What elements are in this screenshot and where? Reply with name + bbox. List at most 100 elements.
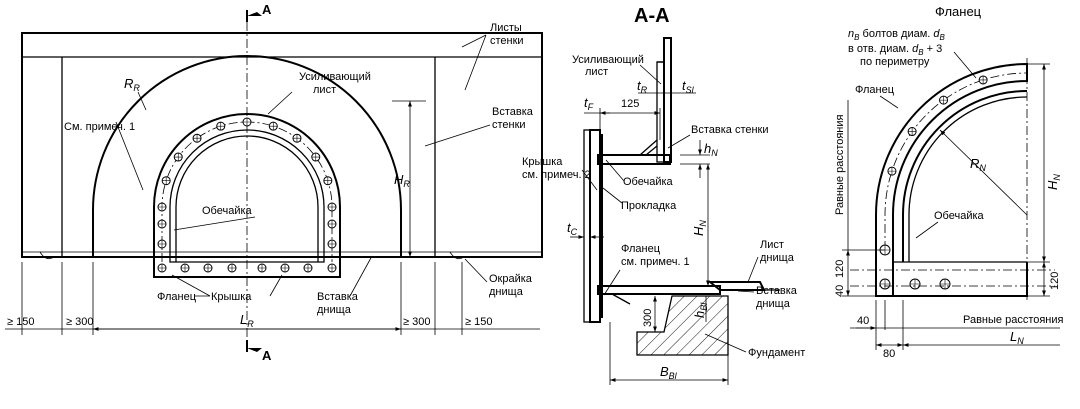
bolt-hole-cross — [216, 122, 225, 131]
bolt-hole-cross — [939, 96, 948, 105]
dim-150-right: ≥ 150 — [465, 316, 492, 328]
weld-marks — [39, 251, 465, 260]
tc-label: tC — [567, 220, 578, 237]
shell-label: Обечайка — [202, 205, 253, 217]
bolt-hole-cross — [158, 264, 166, 272]
bolt-hole-cross — [204, 264, 212, 272]
wall-insert-label-2: стенки — [492, 119, 526, 131]
section-cover-label-2: см. примеч. 2 — [522, 169, 591, 181]
bolt-hole-cross — [880, 279, 890, 289]
bolt-hole-cross — [304, 264, 312, 272]
bottom-insert-label-1: Вставка — [317, 291, 359, 303]
bolt-hole-cross — [328, 203, 336, 211]
flange-view-bolts — [879, 75, 988, 290]
bolt-hole-cross — [243, 118, 251, 126]
bolt-hole-cross — [940, 279, 950, 289]
flange-view-shell-label: Обечайка — [934, 210, 985, 222]
bolt-hole-cross — [158, 220, 166, 228]
bolt-hole-cross — [328, 264, 336, 272]
see-note-1-label: См. примеч. 1 — [64, 121, 135, 133]
wall-insert-label-1: Вставка — [492, 106, 534, 118]
flange-view-title: Фланец — [935, 4, 982, 19]
section-flange-label-1: Фланец — [621, 243, 661, 255]
gasket-section — [600, 134, 603, 318]
bolts-note-line-3: по периметру — [860, 56, 930, 68]
shell-inner — [175, 135, 319, 262]
section-wall-insert-label: Вставка стенки — [691, 124, 769, 136]
equal-spacing-vertical-label: Равные расстояния — [834, 114, 846, 215]
flange-shell-inner — [908, 96, 1028, 262]
section-sheet-label-1: Лист — [760, 239, 784, 251]
bolt-hole-cross — [174, 153, 183, 162]
bolt-hole-cross — [158, 203, 166, 211]
hn-flange-label: HN — [1045, 174, 1062, 190]
section-marker-top: A — [262, 2, 272, 17]
rr-label: RR — [124, 76, 140, 93]
dim-300-left: ≥ 300 — [66, 316, 93, 328]
hr-label: HR — [394, 172, 410, 189]
rn-dimension — [939, 129, 1028, 216]
cover-section — [583, 129, 591, 323]
foundation-section — [636, 295, 729, 356]
section-marker-bottom: A — [262, 348, 272, 363]
bolt-hole-cross — [910, 279, 920, 289]
section-title: А-А — [634, 5, 670, 27]
dim-300-label: 300 — [642, 309, 654, 327]
reinforcing-plate-outline — [92, 55, 402, 257]
flange-body-lower — [875, 262, 1028, 297]
section-bottom-insert-label-1: Вставка — [756, 285, 798, 297]
dim-125-label: 125 — [621, 98, 639, 110]
section-reinforcing-label-2: лист — [585, 66, 608, 78]
flange-outline — [153, 113, 341, 278]
bolt-hole-cross — [193, 134, 202, 143]
bolt-hole-cross — [162, 176, 171, 185]
reinforcing-plate-label-2: лист — [313, 84, 336, 96]
tank-wall-outline — [21, 32, 543, 258]
dim-40-left: 40 — [834, 285, 846, 297]
bolt-hole-cross — [311, 153, 320, 162]
equal-spacing-horizontal-label: Равные расстояния — [963, 314, 1064, 326]
dim-40-bottom: 40 — [857, 315, 869, 327]
section-gasket-label: Прокладка — [621, 200, 677, 212]
section-view: А-А — [522, 5, 805, 385]
section-sheet-label-2: днища — [760, 252, 795, 264]
dim-300-right: ≥ 300 — [403, 316, 430, 328]
bottom-insert-label-2: днища — [317, 304, 352, 316]
bolt-hole-cross — [281, 264, 289, 272]
bolt-hole-cross — [908, 127, 917, 136]
wall-sheets-label-1: Листы — [490, 22, 522, 34]
wall-insert-section — [656, 61, 665, 163]
flange-label: Фланец — [157, 291, 197, 303]
dim-150-left: ≥ 150 — [7, 316, 34, 328]
lr-label: LR — [240, 312, 254, 329]
flange-shell-outer — [902, 90, 1028, 262]
bolt-hole-cross — [328, 240, 336, 248]
dim-80-bottom: 80 — [883, 348, 895, 360]
wall-sheets-label-2: стенки — [490, 35, 524, 47]
bolt-hole-cross — [328, 220, 336, 228]
bolt-hole-cross — [258, 264, 266, 272]
section-reinforcing-label-1: Усиливающий — [572, 54, 644, 66]
cover-label: Крышка — [211, 291, 252, 303]
dim-120-left: 120 — [834, 260, 846, 278]
bolt-hole-cross — [979, 75, 988, 84]
bolt-hole-cross — [323, 176, 332, 185]
section-shell-label: Обечайка — [623, 176, 674, 188]
tr-label: tR — [637, 78, 648, 95]
flange-view: Фланец — [834, 4, 1064, 360]
dim-120-right: 120 — [1049, 272, 1061, 290]
tf-label: tF — [584, 95, 594, 112]
bbl-label: BBl — [660, 364, 678, 381]
reinforcing-plate-section — [663, 37, 672, 163]
foundation-label: Фундамент — [748, 347, 805, 359]
ln-label: LN — [1010, 329, 1024, 346]
bolt-hole-cross — [269, 122, 278, 131]
hn-small-label: hN — [704, 141, 718, 158]
bottom-shell-section — [597, 285, 721, 295]
bottom-edge-label-2: днища — [489, 286, 524, 298]
hn-section-label: HN — [691, 220, 708, 236]
bolt-hole-cross — [158, 240, 166, 248]
flange-bolt-circle — [884, 72, 1028, 250]
hbl-label: hBl — [692, 302, 709, 318]
